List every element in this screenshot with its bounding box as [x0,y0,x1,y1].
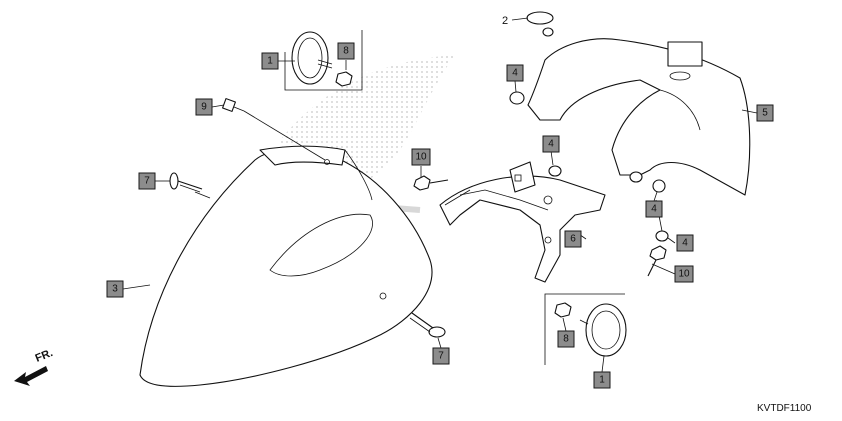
bolt-part-10-bottom [647,245,667,277]
grommet-part-top [291,31,333,85]
collar-part-4-bracket [548,165,562,177]
bolt-part-10-top [413,175,449,191]
collar-part-4-upper [509,91,525,105]
svg-text:1: 1 [599,375,605,386]
inner-fender [527,38,751,196]
direction-label: FR. [34,347,55,365]
callout-1-bottom: 1 [593,371,611,389]
svg-text:7: 7 [144,176,150,187]
fender-bracket [439,161,606,283]
callout-7-left: 7 [138,172,156,190]
callout-4-upper: 4 [506,64,524,82]
diagram-code: KVTDF1100 [757,403,812,414]
label-2: 2 [502,15,508,27]
nut-part-bottom [554,302,572,318]
screw-part-9 [222,98,245,112]
svg-text:10: 10 [415,152,427,163]
callout-4-lower-right: 4 [676,234,694,252]
leader-lines [122,17,758,373]
callout-9: 9 [195,98,213,116]
callout-6: 6 [564,230,582,248]
callout-10-bottom: 10 [674,265,694,283]
svg-text:8: 8 [563,334,569,345]
callout-7-bottom: 7 [432,347,450,365]
svg-text:6: 6 [570,234,576,245]
svg-text:1: 1 [267,56,273,67]
callout-5: 5 [756,104,774,122]
callout-8-bottom: 8 [557,330,575,348]
svg-text:3: 3 [112,284,118,295]
svg-text:4: 4 [548,139,554,150]
screw-part-7-bottom [409,312,446,338]
callout-10-top: 10 [411,148,431,166]
inset-frame-bottom [544,293,625,365]
callout-8-top: 8 [337,42,355,60]
callout-1-top: 1 [261,52,279,70]
svg-text:4: 4 [651,204,657,215]
callout-4-bracket: 4 [542,135,560,153]
callout-4-lower-left: 4 [645,200,663,218]
svg-text:10: 10 [678,269,690,280]
clip-part-2 [526,11,554,37]
nut-part-top [335,71,353,87]
grommet-part-bottom [579,303,627,357]
callout-3: 3 [106,280,124,298]
front-fender [139,145,433,387]
screw-part-7-left [169,172,203,193]
svg-text:4: 4 [682,238,688,249]
svg-text:7: 7 [438,351,444,362]
svg-text:8: 8 [343,46,349,57]
svg-text:4: 4 [512,68,518,79]
arrow-front-icon [14,366,48,386]
svg-text:9: 9 [201,102,207,113]
svg-text:5: 5 [762,108,768,119]
inset-frame-top [284,30,363,91]
